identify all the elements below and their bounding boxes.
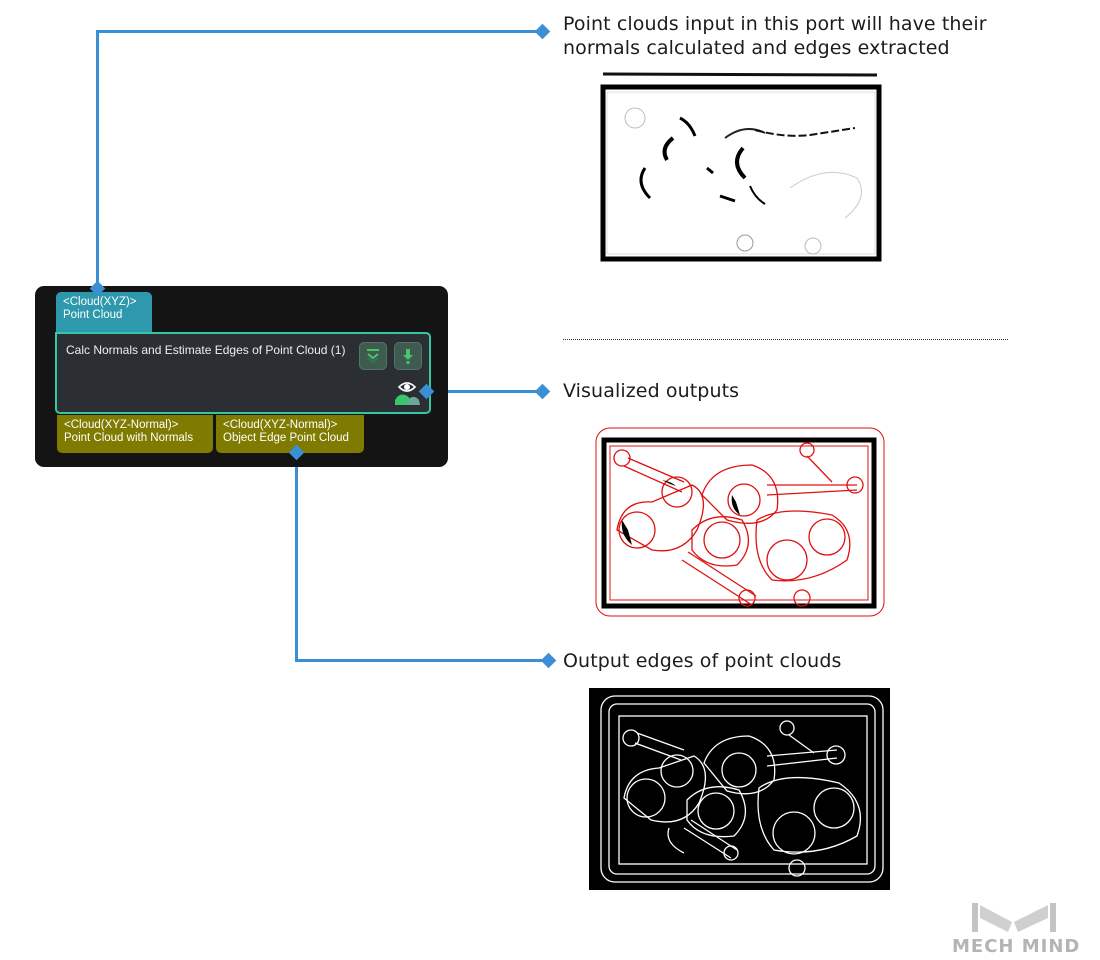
input-port-point-cloud[interactable]: <Cloud(XYZ)> Point Cloud <box>56 292 152 332</box>
connector-output-vertical <box>295 452 298 662</box>
connector-input-horizontal <box>96 30 541 33</box>
step-node[interactable]: Calc Normals and Estimate Edges of Point… <box>55 332 431 414</box>
logo-text: MECH MIND <box>952 936 1081 957</box>
annotation-output-edges-text: Output edges of point clouds <box>563 650 842 672</box>
mech-mind-logo-icon <box>972 903 1056 932</box>
connector-visualize-end-diamond <box>534 383 551 400</box>
output-port-type: <Cloud(XYZ-Normal)> <box>223 419 338 431</box>
node-title: Calc Normals and Estimate Edges of Point… <box>66 343 346 357</box>
output-port-name: Object Edge Point Cloud <box>223 432 349 444</box>
annotation-input-text: Point clouds input in this port will hav… <box>563 13 987 59</box>
edge-point-cloud-image <box>589 688 890 890</box>
collapse-chevrons-icon <box>367 349 379 364</box>
connector-output-end-diamond <box>540 652 557 669</box>
output-port-name: Point Cloud with Normals <box>64 432 194 444</box>
normals-rendering-image <box>595 68 885 264</box>
separator-dotted <box>563 339 1008 340</box>
input-port-type: <Cloud(XYZ)> <box>63 296 137 308</box>
output-port-type: <Cloud(XYZ-Normal)> <box>64 419 179 431</box>
output-port-object-edge-point-cloud[interactable]: <Cloud(XYZ-Normal)> Object Edge Point Cl… <box>216 415 364 453</box>
connector-input-end-diamond <box>534 23 551 40</box>
connector-input-vertical <box>96 30 99 292</box>
connector-visualize-horizontal <box>430 390 542 393</box>
eye-visualize-icon[interactable] <box>393 378 421 406</box>
visualized-edges-image <box>592 420 888 620</box>
mech-mind-logo: MECH MIND <box>950 900 1090 960</box>
breakpoint-download-icon <box>403 349 413 364</box>
collapse-button[interactable] <box>359 342 387 370</box>
breakpoint-button[interactable] <box>394 342 422 370</box>
annotation-visualized-text: Visualized outputs <box>563 380 740 402</box>
connector-output-horizontal <box>295 659 547 662</box>
output-port-point-cloud-with-normals[interactable]: <Cloud(XYZ-Normal)> Point Cloud with Nor… <box>57 415 213 453</box>
input-port-name: Point Cloud <box>63 309 123 321</box>
